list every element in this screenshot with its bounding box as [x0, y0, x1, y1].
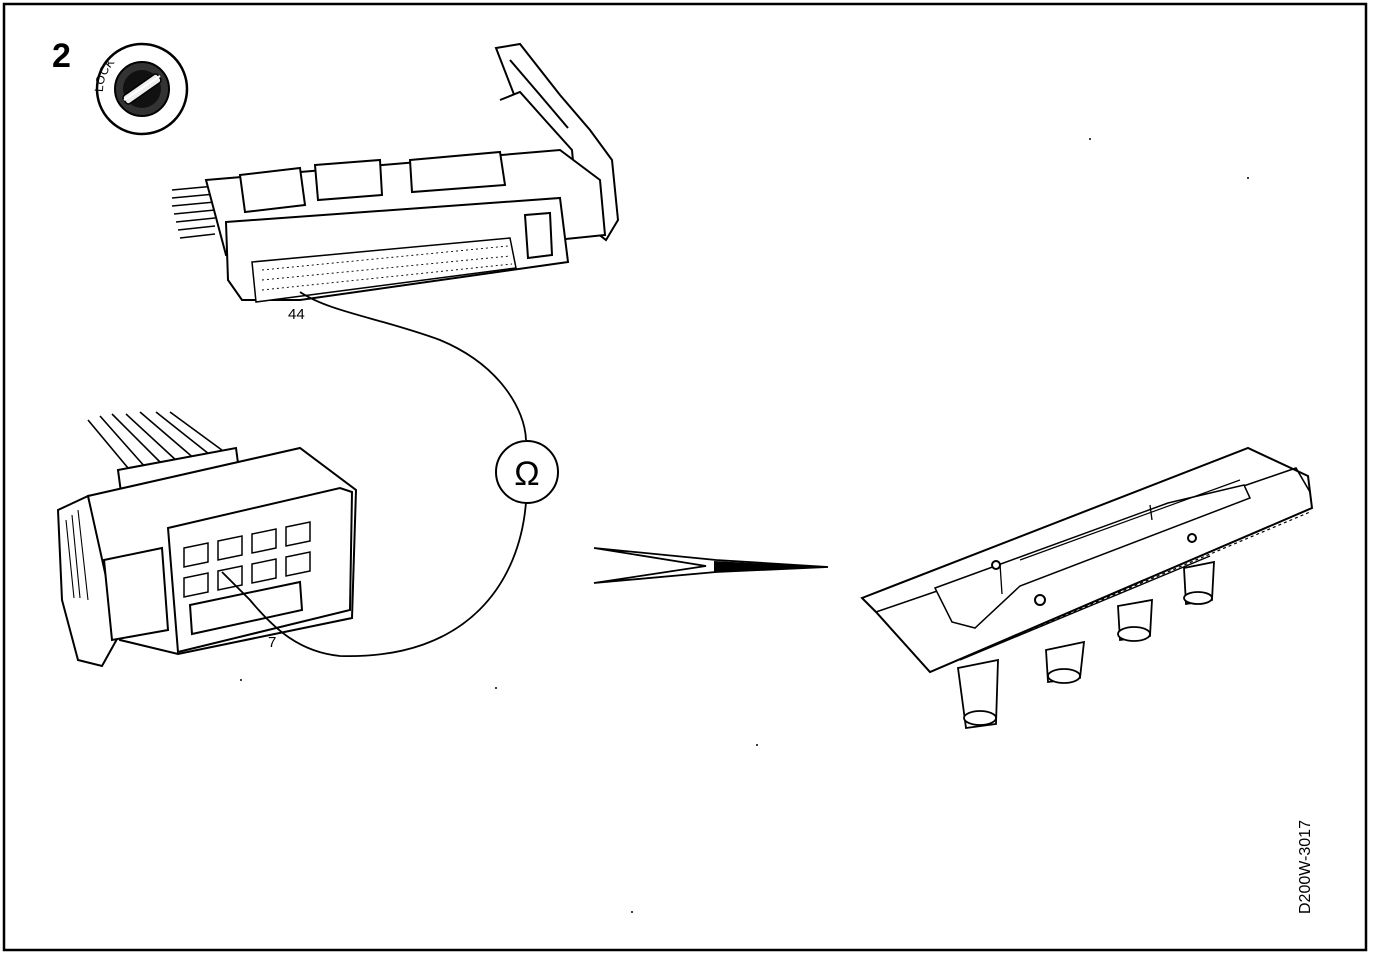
ohmmeter-icon: Ω: [495, 440, 559, 504]
coil-towers: [956, 560, 1215, 730]
scan-specks: [240, 138, 1249, 913]
ignition-lock-icon: [95, 42, 189, 136]
ecu-wire-bundle: [171, 185, 216, 239]
step-number: 2: [52, 37, 71, 75]
ignition-coil-pack: [860, 446, 1314, 730]
direction-arrow-icon: [593, 547, 829, 584]
ecu-pin-label: 44: [288, 306, 305, 323]
figure-code: D200W-3017: [1297, 820, 1314, 914]
connector-pin-label: 7: [268, 634, 276, 651]
ohmmeter-symbol: Ω: [514, 455, 539, 493]
coil-connector: [56, 411, 358, 668]
coil-wire-bundle: [87, 411, 231, 469]
ohmmeter-test-lead: [221, 291, 527, 657]
lock-key-icon: [123, 75, 161, 101]
coil-terminal-cavities: [183, 521, 311, 598]
ecu-connector: [171, 42, 620, 303]
ecu-pin-field: [251, 237, 517, 303]
